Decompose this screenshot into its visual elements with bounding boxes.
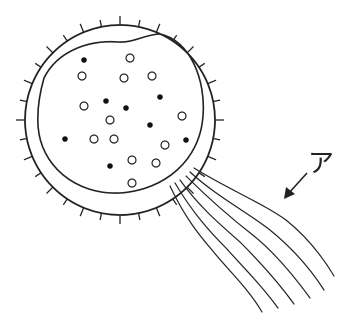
open-granule: [90, 135, 98, 143]
filled-granule: [147, 122, 153, 128]
open-granule: [128, 156, 136, 164]
spine: [213, 100, 220, 101]
label-a: ア: [308, 149, 334, 179]
spine: [63, 35, 67, 41]
spine: [46, 187, 52, 193]
flagella-bundle: [170, 168, 334, 312]
spine: [20, 100, 27, 101]
filled-granule: [157, 94, 163, 100]
open-granule: [178, 112, 186, 120]
open-granule: [126, 54, 134, 62]
spine: [199, 63, 205, 67]
spine: [80, 24, 83, 32]
spine: [156, 208, 159, 216]
filled-granule: [81, 57, 87, 63]
spine: [46, 46, 52, 52]
open-granule: [106, 116, 114, 124]
outer-cell-wall: [25, 25, 215, 215]
filled-granule: [123, 105, 129, 111]
flagellum-2: [175, 183, 278, 308]
open-granule: [148, 72, 156, 80]
flagellum-6: [194, 168, 334, 276]
open-granule: [110, 135, 118, 143]
spine: [35, 63, 41, 67]
open-granule: [161, 141, 169, 149]
filled-granule: [103, 98, 109, 104]
spine: [24, 80, 32, 83]
spine: [20, 139, 27, 140]
filled-granule: [107, 163, 113, 169]
spine: [100, 213, 101, 220]
spine: [213, 139, 220, 140]
spine: [187, 46, 193, 52]
spine: [139, 20, 140, 27]
open-granule: [152, 159, 160, 167]
spine: [35, 173, 41, 177]
filled-granule: [62, 136, 68, 142]
open-granule: [120, 74, 128, 82]
spine: [156, 24, 159, 32]
spine: [63, 199, 67, 205]
spine: [208, 156, 216, 159]
open-granule: [128, 179, 136, 187]
spine: [139, 213, 140, 220]
filled-granule: [183, 137, 189, 143]
open-granule: [80, 102, 88, 110]
open-granule: [78, 72, 86, 80]
spine: [100, 20, 101, 27]
spine: [208, 80, 216, 83]
spine: [24, 156, 32, 159]
granules: [62, 54, 189, 187]
label-arrow: [284, 173, 307, 199]
flagellum-3: [180, 180, 294, 304]
spine: [173, 199, 177, 205]
spine: [80, 208, 83, 216]
